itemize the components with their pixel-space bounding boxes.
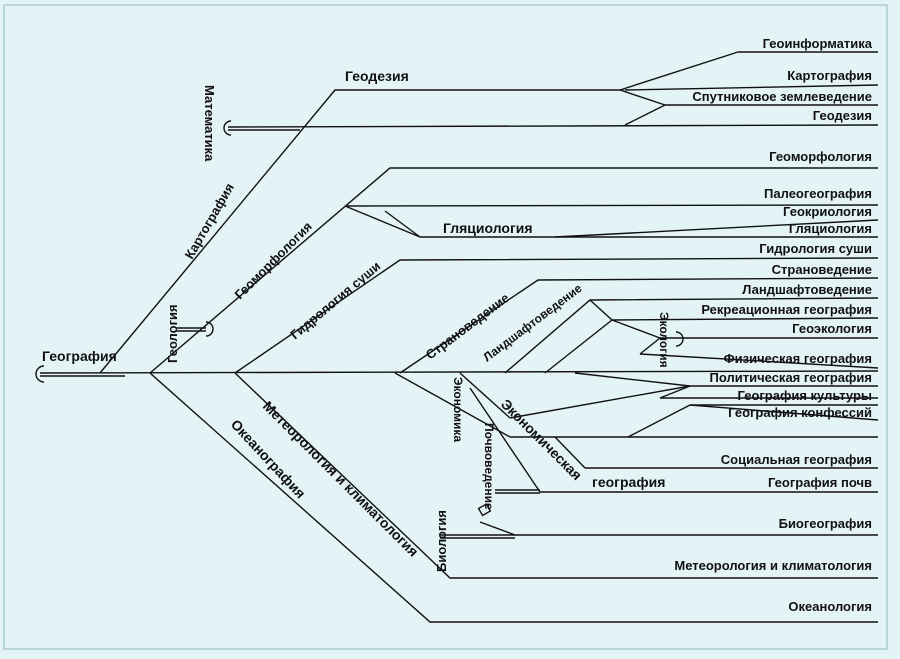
outcome-geoinformatics: Геоинформатика — [763, 36, 873, 51]
outcome-oceanology: Океанология — [788, 599, 872, 614]
branch-geology: Геология — [165, 304, 180, 363]
branch-economics: Экономика — [451, 377, 465, 442]
diagram-frame — [3, 4, 888, 650]
outcome-geography-of-religions: География конфессий — [728, 405, 872, 420]
outcome-glaciology: Гляциология — [789, 221, 872, 236]
branch-glaciology: Гляциология — [443, 220, 533, 236]
outcome-geocryology: Геокриология — [783, 204, 872, 219]
outcome-social-geography: Социальная география — [721, 452, 872, 467]
branch-math: Математика — [202, 85, 217, 162]
outcome-landscape-science: Ландшафтоведение — [742, 282, 872, 297]
branch-biology: Биология — [434, 510, 449, 572]
outcome-land-hydrology: Гидрология суши — [759, 241, 872, 256]
outcome-meteorology-climatology: Метеорология и климатология — [674, 558, 872, 573]
branch-soil-science: Почвоведение — [482, 423, 496, 510]
branch-ecology: Экология — [657, 312, 671, 368]
outcome-regional-studies: Страноведение — [772, 262, 872, 277]
outcome-soil-geography: География почв — [768, 475, 872, 490]
outcome-geomorphology: Геоморфология — [769, 149, 872, 164]
outcome-geoecology: Геоэкология — [792, 321, 872, 336]
outcome-cultural-geography: География культуры — [738, 388, 873, 403]
outcome-physical-geography: Физическая география — [724, 351, 872, 366]
outcome-paleogeography: Палеогеография — [764, 186, 872, 201]
outcome-geodesy: Геодезия — [813, 108, 872, 123]
branch-geodesy: Геодезия — [345, 68, 409, 84]
outcome-satellite-geoscience: Спутниковое землеведение — [692, 89, 872, 104]
connector-lines — [35, 51, 879, 623]
outcome-political-geography: Политическая география — [710, 370, 872, 385]
outcome-cartography: Картография — [787, 68, 872, 83]
outcome-recreational-geography: Рекреационная география — [701, 302, 872, 317]
outcome-biogeography: Биогеография — [779, 516, 872, 531]
root-label: География — [42, 348, 117, 364]
branch-economic-geography-2: география — [592, 474, 665, 490]
